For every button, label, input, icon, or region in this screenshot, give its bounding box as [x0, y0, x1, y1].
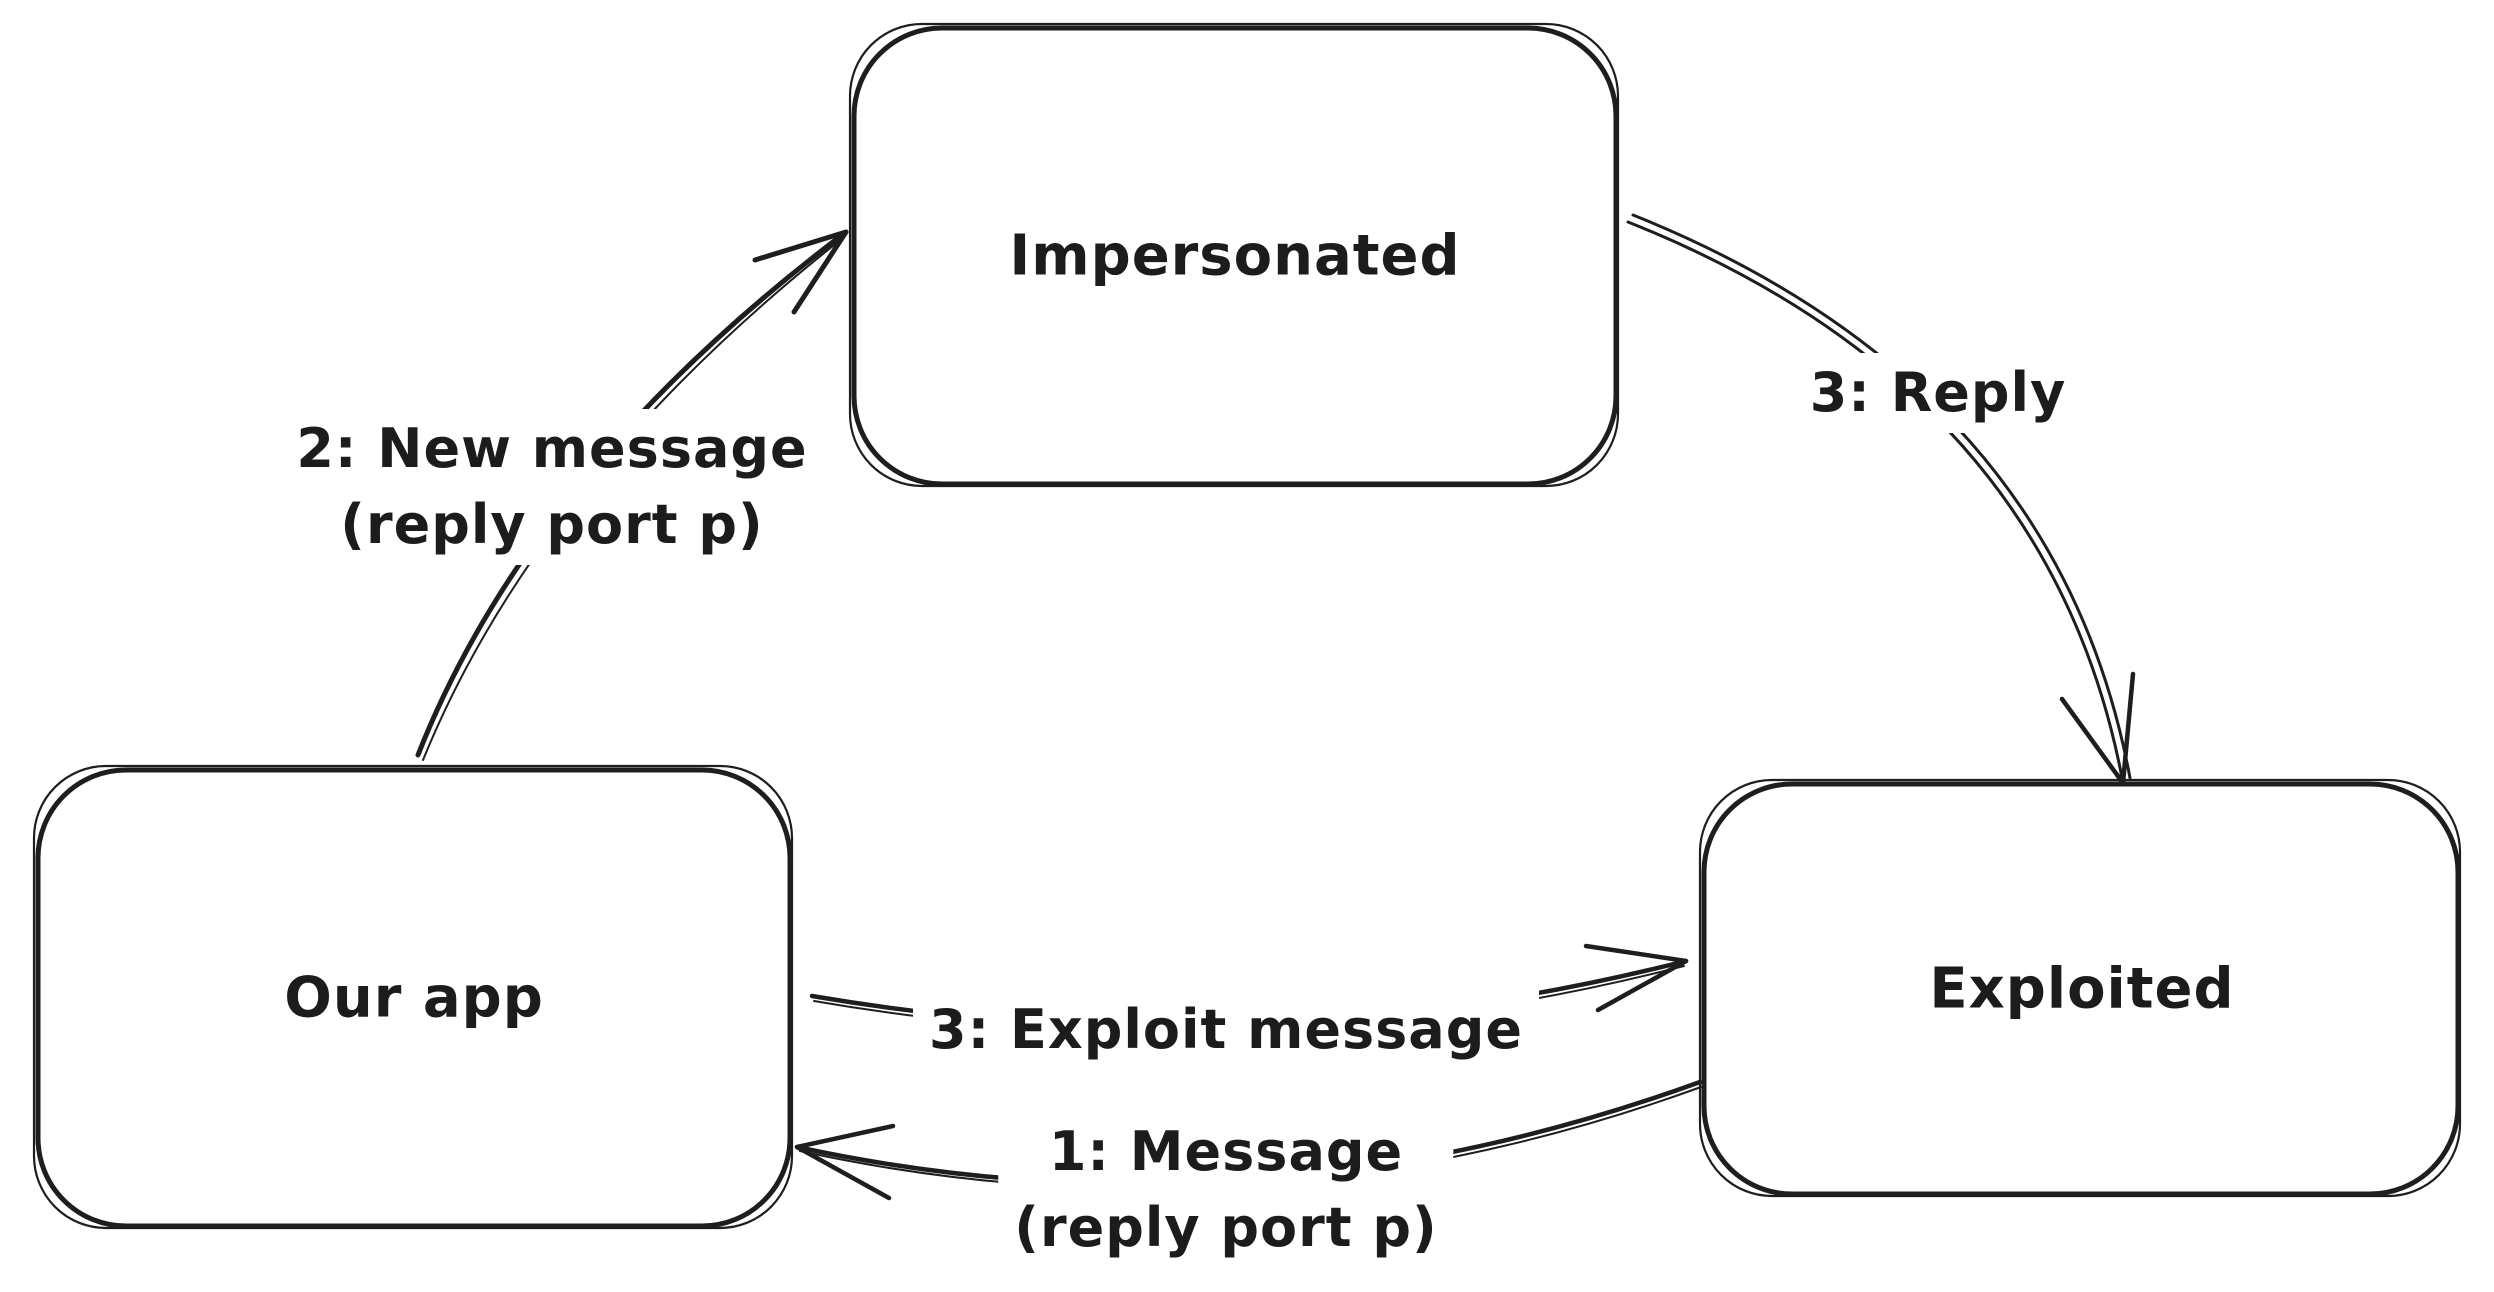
edge-exploit-message-arrowhead [1583, 943, 1689, 1013]
edge-reply-arrowhead [2059, 671, 2136, 786]
edge-reply-arrow [1626, 213, 2136, 786]
node-impersonated-shape [848, 22, 1620, 488]
edge-message-label: 1: Message (reply port p) [998, 1112, 1454, 1268]
node-our-app-shape [32, 764, 794, 1230]
edge-message-label-line2: (reply port p) [1014, 1196, 1438, 1259]
edge-new-message-label-line2: (reply port p) [340, 493, 764, 556]
edge-new-message-arrowhead [752, 229, 849, 315]
edge-new-message-label: 2: New message (reply port p) [280, 409, 824, 565]
edge-message-arrowhead [794, 1123, 896, 1201]
edge-exploit-message-label: 3: Exploit message [913, 990, 1539, 1070]
edge-exploit-message-label-line1: 3: Exploit message [929, 998, 1523, 1061]
node-our-app-label: Our app [284, 965, 544, 1031]
node-exploited-label: Exploited [1929, 956, 2235, 1022]
edge-message-label-line1: 1: Message [1048, 1120, 1404, 1183]
node-exploited-shape [1698, 778, 2462, 1198]
edge-new-message-label-line1: 2: New message [296, 417, 808, 480]
edge-reply-label-line1: 3: Reply [1809, 361, 2067, 424]
node-impersonated-label: Impersonated [1009, 223, 1461, 289]
edge-reply-label: 3: Reply [1793, 353, 2083, 433]
